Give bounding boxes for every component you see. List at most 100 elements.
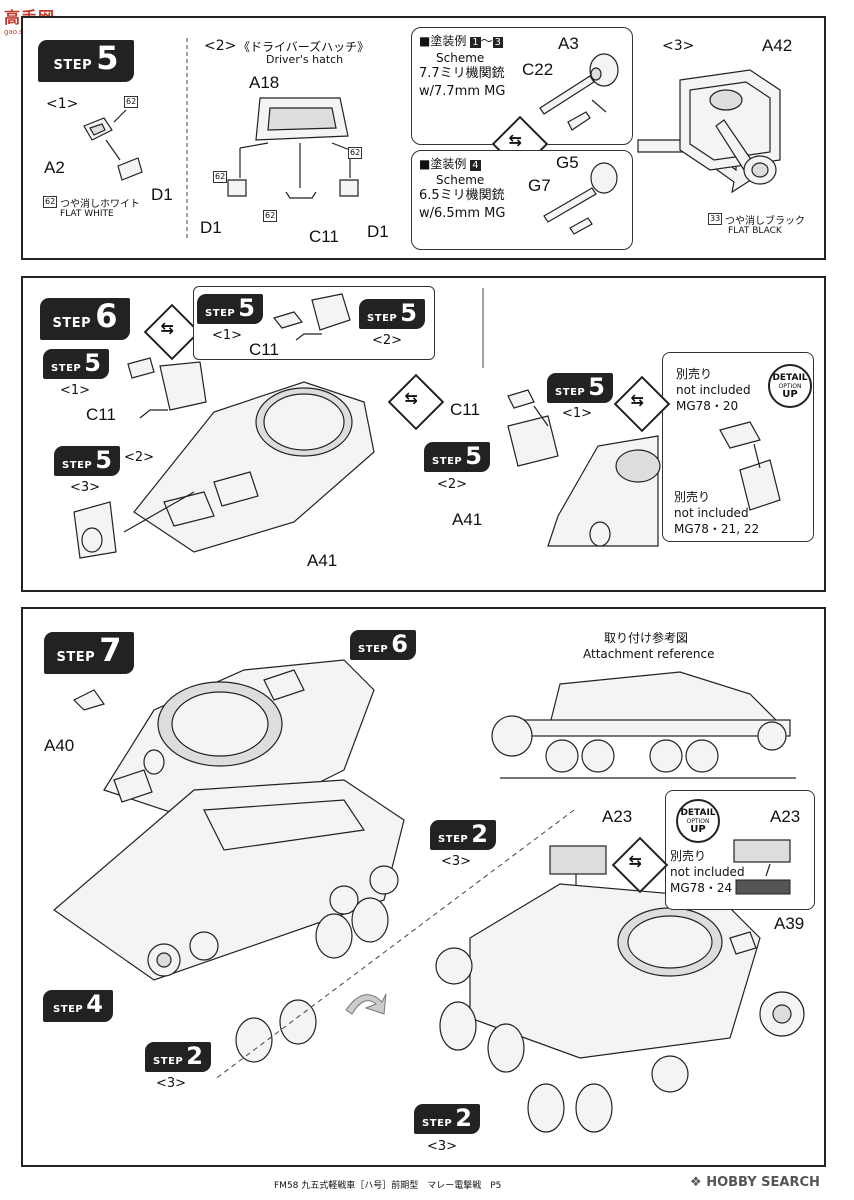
- mg-65-drawing: [543, 162, 618, 235]
- scheme-1-range-a: 1: [470, 37, 481, 48]
- part-label-c11-b: C11: [86, 405, 116, 424]
- hull-top-drawing-2: [507, 389, 661, 547]
- hatch-assembly-drawing: [127, 357, 207, 419]
- detail-up-badge-1: DETAIL OPTION UP: [768, 364, 812, 408]
- part-label-a3: A3: [558, 34, 579, 53]
- step-number: 5: [84, 349, 101, 377]
- step-word: STEP: [153, 1056, 184, 1067]
- paint-33-en: FLAT BLACK: [728, 226, 782, 236]
- part-label-g7: G7: [528, 176, 551, 195]
- swap-arrow-icon: ⇆: [630, 390, 644, 410]
- main-assembly-drawing: [435, 845, 805, 1133]
- scheme-1-square: ■: [419, 34, 431, 48]
- paint-ref-62-c: 62: [348, 147, 363, 159]
- detail-line-2: OPTION: [686, 818, 710, 825]
- ref-sub-d: <2>: [124, 450, 155, 465]
- paint-ref-33: 33: [708, 213, 723, 225]
- mesh-screens-drawing: [733, 839, 791, 895]
- part-label-c11-c: C11: [450, 400, 480, 419]
- step-word: STEP: [432, 456, 463, 467]
- step-word: STEP: [205, 308, 236, 319]
- scheme-2-jp: 塗装例: [430, 157, 467, 171]
- step-number: 2: [186, 1042, 203, 1070]
- step-word: STEP: [367, 313, 398, 324]
- part-label-c11-a: C11: [249, 340, 279, 359]
- ref-sub-i: <3>: [441, 854, 472, 869]
- attach-ref-en: Attachment reference: [583, 647, 715, 661]
- scheme-1-gun-en: w/7.7mm MG: [419, 84, 506, 99]
- paint-ref-62-e: 62: [263, 210, 278, 222]
- substep-3-label: <3>: [662, 38, 695, 54]
- attach-ref-jp: 取り付け参考図: [604, 631, 689, 645]
- footer-text: FM58 九五式軽戦車［ハ号］前期型 マレー電撃戦 P5: [274, 1181, 502, 1191]
- not-incl-en-c: not included: [670, 865, 745, 879]
- paint-62-jp: つや消しホワイト: [60, 199, 140, 210]
- mg-ref-a: MG78・20: [676, 399, 739, 413]
- detail-line-1: DETAIL: [680, 808, 716, 818]
- ref-sub-f: <1>: [562, 406, 593, 421]
- part-label-a23-b: A23: [770, 807, 801, 826]
- footer-watermark: ❖ HOBBY SEARCH: [690, 1175, 820, 1190]
- substep-1-label: <1>: [46, 96, 79, 112]
- ref-step-5-f: STEP 5: [424, 442, 490, 472]
- ref-sub-j: <3>: [427, 1139, 458, 1154]
- detail-up-badge-2: DETAIL OPTION UP: [676, 799, 720, 843]
- step-number: 2: [471, 820, 488, 848]
- swap-arrow-icon: ⇆: [404, 388, 418, 408]
- paint-ref-62-b: 62: [43, 196, 58, 208]
- detail-line-2: OPTION: [778, 383, 802, 390]
- step-number: 5: [95, 446, 112, 474]
- ref-step-5-a: STEP 5: [197, 294, 263, 324]
- not-incl-en-b: not included: [674, 506, 749, 520]
- detail-line-1: DETAIL: [772, 373, 808, 383]
- swap-arrow-icon: ⇆: [508, 130, 522, 150]
- paint-ref-62: 62: [124, 96, 139, 108]
- variant-hatch-drawing: [272, 293, 351, 341]
- chassis-drawing: [53, 779, 405, 1063]
- scheme-2-gun-jp: 6.5ミリ機関銃: [419, 188, 505, 203]
- ref-step-2-b: STEP 2: [430, 820, 496, 850]
- ref-sub-e: <3>: [70, 480, 101, 495]
- watermark-icon: ❖: [690, 1175, 702, 1190]
- paint-33-jp: つや消しブラック: [725, 216, 805, 227]
- ref-step-2-c: STEP 2: [414, 1104, 480, 1134]
- scheme-2-en: Scheme: [436, 173, 485, 187]
- step-word: STEP: [555, 387, 586, 398]
- ref-step-2-a: STEP 2: [145, 1042, 211, 1072]
- part-label-c11: C11: [309, 227, 339, 246]
- step-number: 5: [400, 299, 417, 327]
- detail-line-3: UP: [690, 824, 706, 835]
- scheme-1-gun-jp: 7.7ミリ機関銃: [419, 66, 505, 81]
- ref-sub-a: <1>: [212, 328, 243, 343]
- watermark-text: HOBBY SEARCH: [706, 1175, 820, 1190]
- paint-62-en: FLAT WHITE: [60, 209, 114, 219]
- part-label-a2: A2: [44, 158, 65, 177]
- part-label-d1-3: D1: [367, 222, 389, 241]
- scheme-2-square: ■: [419, 157, 431, 171]
- step-word: STEP: [56, 650, 96, 665]
- step-number: 5: [588, 373, 605, 401]
- scheme-1-range-sep: ～: [480, 34, 493, 48]
- part-label-a42: A42: [762, 36, 793, 55]
- part-label-c22: C22: [522, 60, 554, 79]
- part-a2-drawing: [83, 109, 143, 181]
- step-number: 2: [455, 1104, 472, 1132]
- detail-line-3: UP: [782, 389, 798, 400]
- step-word: STEP: [358, 644, 389, 655]
- part-label-a18: A18: [249, 73, 280, 92]
- rotate-arrow: [345, 993, 387, 1015]
- step-number: 5: [238, 294, 255, 322]
- mg-ref-b: MG78・21, 22: [674, 522, 760, 536]
- step-word: STEP: [62, 460, 93, 471]
- detail-hatch-drawing: [719, 421, 781, 511]
- ref-sub-c: <1>: [60, 383, 91, 398]
- scheme-2-num: 4: [470, 160, 481, 171]
- part-label-d1-2: D1: [200, 218, 222, 237]
- attach-ref-drawing: [491, 671, 796, 779]
- hull-top-drawing-1: [73, 381, 375, 559]
- part-label-a41-a: A41: [307, 551, 338, 570]
- diagonal-divider: [213, 809, 575, 1081]
- paint-ref-62-d: 62: [213, 171, 228, 183]
- ref-sub-h: <3>: [156, 1076, 187, 1091]
- ref-step-5-d: STEP 5: [54, 446, 120, 476]
